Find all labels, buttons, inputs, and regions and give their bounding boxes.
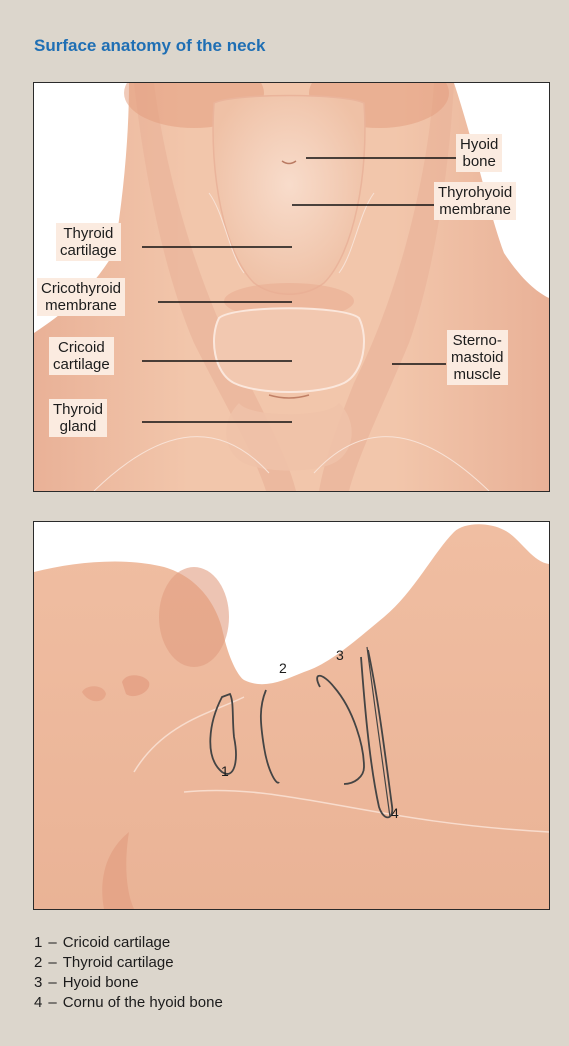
- marker-3: 3: [336, 647, 344, 663]
- label-thyroid-cartilage: Thyroid cartilage: [56, 223, 121, 261]
- legend-item: 2–Thyroid cartilage: [34, 953, 223, 973]
- label-sternomastoid-muscle: Sterno- mastoid muscle: [447, 330, 508, 385]
- label-thyrohyoid-membrane: Thyrohyoid membrane: [434, 182, 516, 220]
- label-cricoid-cartilage: Cricoid cartilage: [49, 337, 114, 375]
- legend-item: 4–Cornu of the hyoid bone: [34, 993, 223, 1013]
- page-title: Surface anatomy of the neck: [34, 36, 265, 56]
- side-skin: [34, 524, 549, 909]
- marker-4: 4: [391, 805, 399, 821]
- legend-item: 1–Cricoid cartilage: [34, 933, 223, 953]
- front-view-illustration: Hyoid bone Thyrohyoid membrane Thyroid c…: [33, 82, 550, 492]
- legend-list: 1–Cricoid cartilage 2–Thyroid cartilage …: [34, 933, 223, 1013]
- marker-2: 2: [279, 660, 287, 676]
- legend-item: 3–Hyoid bone: [34, 973, 223, 993]
- label-thyroid-gland: Thyroid gland: [49, 399, 107, 437]
- marker-1: 1: [221, 763, 229, 779]
- cricoid-ring: [214, 308, 364, 392]
- side-view-illustration: 1 2 3 4: [33, 521, 550, 910]
- label-cricothyroid-membrane: Cricothyroid membrane: [37, 278, 125, 316]
- side-neck-drawing: [34, 522, 549, 909]
- label-hyoid-bone: Hyoid bone: [456, 134, 502, 172]
